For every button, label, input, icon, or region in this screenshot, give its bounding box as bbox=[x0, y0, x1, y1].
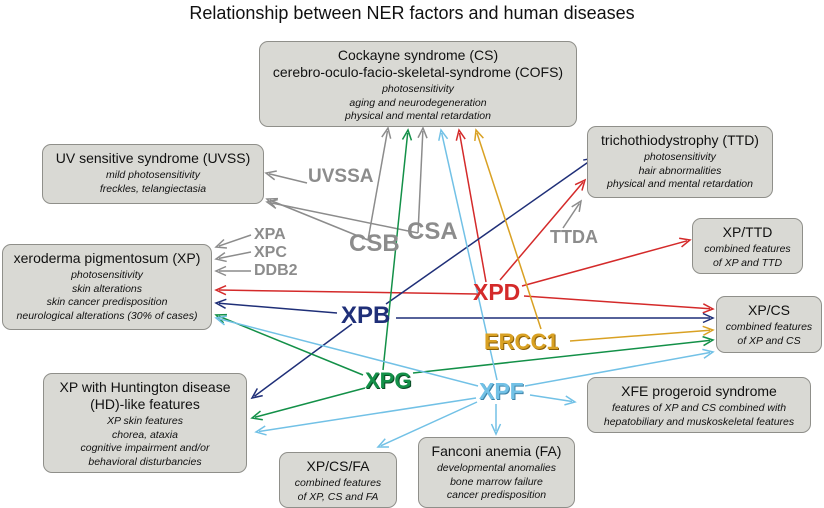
disease-box-xp-cs: XP/CS combined features of XP and CS bbox=[716, 296, 822, 353]
arrow-uvssa-to-uvss bbox=[264, 170, 308, 184]
arrow-xpc-to-xp bbox=[214, 251, 252, 263]
arrow-xpd-to-xpcs bbox=[523, 295, 715, 314]
arrow-xpd-to-xpttd bbox=[521, 237, 692, 287]
arrow-csa-to-cs bbox=[417, 126, 428, 234]
factor-xpb: XPB bbox=[341, 302, 391, 329]
disease-name: XP/CS/FA bbox=[306, 458, 370, 474]
arrow-xpb-to-xp bbox=[214, 298, 338, 314]
disease-features: developmental anomalies bone marrow fail… bbox=[436, 462, 557, 501]
disease-box-xeroderma-pigmentosum: xeroderma pigmentosum (XP) photosensitiv… bbox=[2, 244, 212, 330]
disease-features: photosensitivity skin alterations skin c… bbox=[16, 269, 198, 322]
disease-name: XP/CS bbox=[747, 302, 790, 318]
factor-xpf: XPF bbox=[479, 378, 524, 404]
disease-features: XP skin features chorea, ataxia cognitiv… bbox=[80, 415, 210, 468]
disease-features: photosensitivity hair abnormalities phys… bbox=[607, 151, 753, 190]
disease-name: trichothiodystrophy (TTD) bbox=[601, 132, 759, 148]
disease-name: Fanconi anemia (FA) bbox=[431, 443, 562, 459]
factor-xpd: XPD bbox=[473, 279, 521, 305]
arrow-ercc1-to-xpcs bbox=[569, 325, 715, 342]
disease-name: XP with Huntington disease bbox=[59, 379, 231, 395]
arrow-xpf-to-xfe bbox=[529, 394, 577, 406]
disease-features: photosensitivity aging and neurodegenera… bbox=[345, 83, 491, 122]
disease-name: (HD)-like features bbox=[90, 396, 200, 412]
factor-xpc: XPC bbox=[254, 244, 287, 261]
arrow-ddb2-to-xp bbox=[214, 265, 251, 277]
arrow-csb-to-cs bbox=[367, 126, 392, 241]
disease-box-trichothiodystrophy: trichothiodystrophy (TTD) photosensitivi… bbox=[587, 126, 773, 198]
arrow-xpd-to-xp bbox=[214, 284, 478, 296]
disease-box-xp-huntington: XP with Huntington disease (HD)-like fea… bbox=[43, 373, 247, 473]
disease-box-cockayne-syndrome: Cockayne syndrome (CS) cerebro-oculo-fac… bbox=[259, 41, 577, 127]
disease-box-xfe-progeroid: XFE progeroid syndrome features of XP an… bbox=[587, 377, 811, 433]
arrow-xpg-to-xpcs bbox=[412, 335, 715, 374]
disease-features: combined features of XP and TTD bbox=[704, 243, 791, 269]
arrow-xpf-to-cs bbox=[438, 128, 498, 381]
arrow-csb-to-uvss bbox=[265, 197, 369, 241]
factor-xpa-xpc-ddb2: XPA XPC DDB2 bbox=[254, 226, 298, 280]
factor-csa: CSA bbox=[407, 218, 458, 245]
disease-name: XFE progeroid syndrome bbox=[621, 383, 777, 399]
factor-csb: CSB bbox=[349, 230, 400, 257]
factor-ttda: TTDA bbox=[550, 227, 598, 247]
disease-box-uv-sensitive-syndrome: UV sensitive syndrome (UVSS) mild photos… bbox=[42, 144, 264, 204]
factor-ddb2: DDB2 bbox=[254, 262, 298, 279]
disease-name: UV sensitive syndrome (UVSS) bbox=[55, 150, 251, 166]
arrow-xpb-to-xphd bbox=[250, 323, 353, 400]
disease-features: combined features of XP and CS bbox=[725, 321, 813, 347]
arrow-ttda-to-ttd bbox=[562, 199, 583, 229]
arrow-xpd-to-ttd bbox=[499, 178, 587, 281]
disease-name: xeroderma pigmentosum (XP) bbox=[13, 250, 201, 266]
factor-uvssa: UVSSA bbox=[308, 166, 374, 187]
arrow-xpf-to-xpcs bbox=[524, 348, 715, 387]
arrow-xpf-to-xpcsfa bbox=[376, 401, 478, 448]
disease-features: combined features of XP, CS and FA bbox=[294, 477, 382, 503]
arrow-xpf-to-fa bbox=[490, 404, 502, 436]
disease-features: features of XP and CS combined with hepa… bbox=[603, 402, 795, 428]
page-title: Relationship between NER factors and hum… bbox=[189, 3, 635, 23]
arrow-xpa-to-xp bbox=[214, 234, 252, 249]
arrow-ercc1-to-cs bbox=[474, 128, 542, 330]
arrow-xpg-to-cs bbox=[382, 128, 413, 371]
arrow-csa-to-uvss bbox=[265, 198, 419, 234]
disease-features: mild photosensitivity freckles, telangie… bbox=[99, 169, 207, 195]
disease-name: Cockayne syndrome (CS) bbox=[337, 47, 499, 63]
disease-name: cerebro-oculo-facio-skeletal-syndrome (C… bbox=[272, 64, 564, 80]
disease-box-xp-ttd: XP/TTD combined features of XP and TTD bbox=[692, 218, 803, 274]
disease-box-xp-cs-fa: XP/CS/FA combined features of XP, CS and… bbox=[279, 452, 397, 508]
factor-ercc1: ERCC1 bbox=[484, 329, 559, 354]
disease-name: XP/TTD bbox=[722, 224, 773, 240]
arrow-xpg-to-xphd bbox=[250, 387, 366, 421]
arrow-xpb-to-xpcs bbox=[396, 312, 715, 324]
arrow-xpf-to-xphd bbox=[254, 397, 477, 436]
arrow-xpg-to-xp bbox=[214, 313, 364, 376]
factor-xpa: XPA bbox=[254, 226, 286, 243]
disease-box-fanconi-anemia: Fanconi anemia (FA) developmental anomal… bbox=[418, 437, 575, 508]
factor-xpg: XPG bbox=[365, 368, 412, 393]
arrow-xpf-to-xp bbox=[214, 315, 479, 387]
arrow-xpd-to-cs bbox=[455, 128, 487, 283]
